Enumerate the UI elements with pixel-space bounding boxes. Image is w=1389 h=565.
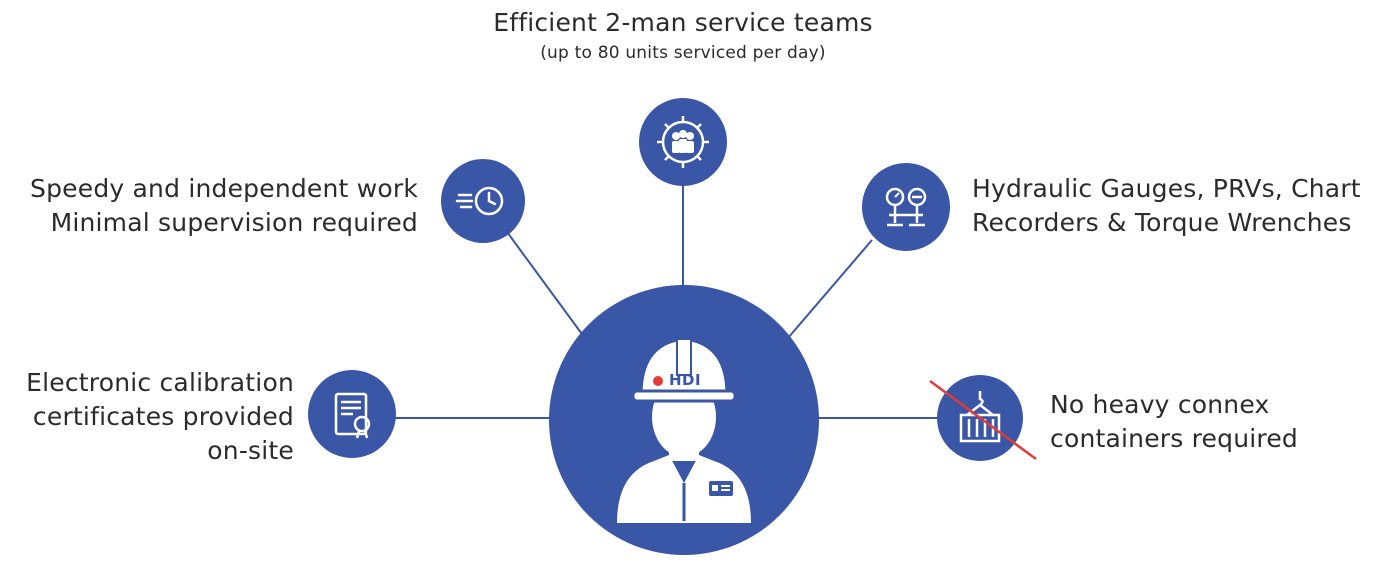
- label-upper-left-line2: Minimal supervision required: [50, 208, 418, 237]
- gauges-icon: [885, 187, 927, 227]
- helmet-logo-text: HDI: [669, 371, 702, 389]
- node-gauges: [862, 163, 950, 251]
- worker-helmet-icon: [617, 337, 751, 523]
- connector-upper-left: [506, 231, 591, 346]
- node-team: [639, 98, 727, 186]
- label-upper-right: Hydraulic Gauges, PRVs, Chart Recorders …: [972, 172, 1387, 240]
- label-upper-left-line1: Speedy and independent work: [30, 174, 418, 203]
- label-top-line2: (up to 80 units serviced per day): [540, 43, 826, 63]
- label-upper-left: Speedy and independent work Minimal supe…: [0, 172, 418, 240]
- label-lower-left-line2: certificates provided: [32, 402, 294, 431]
- node-speed: [441, 159, 525, 243]
- connector-upper-right: [781, 239, 873, 346]
- label-lower-right-line1: No heavy connex: [1050, 390, 1270, 419]
- label-upper-right-line1: Hydraulic Gauges, PRVs, Chart: [972, 174, 1361, 203]
- node-certificate: [308, 370, 396, 458]
- fast-clock-icon: [455, 186, 504, 216]
- label-upper-right-line2: Recorders & Torque Wrenches: [972, 208, 1352, 237]
- label-lower-left-line1: Electronic calibration: [26, 368, 294, 397]
- label-top-line1: Efficient 2-man service teams: [493, 8, 873, 37]
- label-top: Efficient 2-man service teams (up to 80 …: [433, 6, 933, 66]
- central-node: HDI: [549, 285, 819, 555]
- label-lower-left-line3: on-site: [207, 436, 294, 465]
- label-lower-right-line2: containers required: [1050, 424, 1298, 453]
- label-lower-left: Electronic calibration certificates prov…: [0, 366, 294, 468]
- label-lower-right: No heavy connex containers required: [1050, 388, 1380, 456]
- team-gear-icon: [657, 116, 709, 168]
- certificate-icon: [334, 392, 371, 439]
